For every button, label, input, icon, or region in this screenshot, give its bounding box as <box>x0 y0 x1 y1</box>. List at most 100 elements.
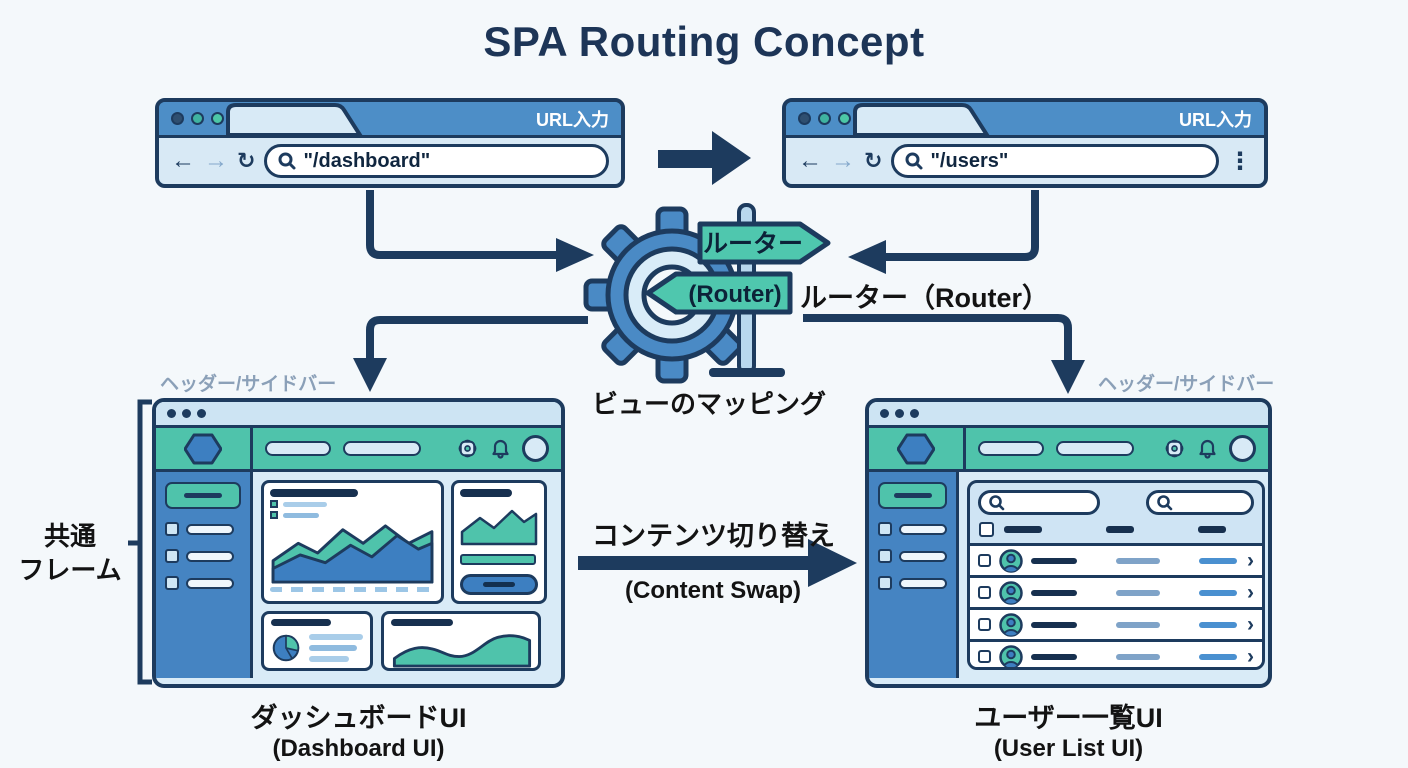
sidebar <box>156 472 253 678</box>
header-sidebar-label-right: ヘッダー/サイドバー <box>1098 374 1275 395</box>
sidebar-item[interactable] <box>165 576 241 590</box>
checkbox[interactable] <box>165 522 179 536</box>
browser-window-users: URL入力 ← → ↻ "/users" ⋮ <box>782 98 1268 188</box>
table-row[interactable]: › <box>970 543 1262 575</box>
refresh-button[interactable]: ↻ <box>237 148 256 173</box>
select-all-checkbox[interactable] <box>979 522 994 537</box>
user-list-content: › › › <box>959 472 1268 678</box>
wave-chart-card <box>381 611 541 671</box>
checkbox[interactable] <box>878 549 892 563</box>
forward-button[interactable]: → <box>204 147 228 174</box>
mockup-header <box>156 428 561 472</box>
wave-chart <box>392 634 532 668</box>
search-icon <box>905 152 923 170</box>
mockup-titlebar <box>869 402 1268 428</box>
window-controls[interactable] <box>798 112 851 125</box>
browser-tab[interactable] <box>852 102 992 135</box>
search-input[interactable] <box>978 490 1100 515</box>
mockup-titlebar <box>156 402 561 428</box>
checkbox[interactable] <box>165 576 179 590</box>
refresh-button[interactable]: ↻ <box>864 148 883 173</box>
line-chart-card <box>261 480 444 604</box>
table-row[interactable]: › <box>970 607 1262 639</box>
user-table-card: › › › <box>967 480 1265 670</box>
filter-search-input[interactable] <box>1146 490 1254 515</box>
stat-card <box>451 480 547 604</box>
chevron-right-icon[interactable]: › <box>1247 549 1254 572</box>
url-input[interactable]: "/users" <box>891 144 1219 178</box>
sidebar-item-active[interactable] <box>878 482 947 509</box>
search-icon <box>1157 494 1173 510</box>
content-swap-label-jp: コンテンツ切り替え <box>592 521 835 551</box>
window-controls[interactable] <box>171 112 224 125</box>
forward-button[interactable]: → <box>831 147 855 174</box>
chevron-right-icon[interactable]: › <box>1247 645 1254 668</box>
settings-gear-icon[interactable] <box>456 437 479 460</box>
sidebar-item[interactable] <box>878 549 947 563</box>
router-gear-illustration: ルーター (Router) <box>583 203 831 384</box>
browser-window-dashboard: URL入力 ← → ↻ "/dashboard" <box>155 98 625 188</box>
bell-icon[interactable] <box>491 438 510 459</box>
browser-tab[interactable] <box>225 102 365 135</box>
table-row[interactable]: › <box>970 639 1262 668</box>
checkbox[interactable] <box>978 650 991 663</box>
settings-gear-icon[interactable] <box>1163 437 1186 460</box>
logo-hexagon-icon <box>869 428 966 469</box>
search-icon <box>989 494 1005 510</box>
content-swap-label-en: (Content Swap) <box>625 577 801 604</box>
dashboard-caption: ダッシュボードUI (Dashboard UI) <box>250 703 467 762</box>
checkbox[interactable] <box>878 522 892 536</box>
checkbox[interactable] <box>978 554 991 567</box>
action-button[interactable] <box>460 573 538 595</box>
sidebar <box>869 472 959 678</box>
checkbox[interactable] <box>978 618 991 631</box>
user-avatar-icon <box>999 548 1023 573</box>
url-input[interactable]: "/dashboard" <box>264 144 609 178</box>
nav-placeholder <box>978 441 1044 456</box>
search-icon <box>278 152 296 170</box>
pie-chart-card <box>261 611 373 671</box>
logo-hexagon-icon <box>156 428 253 469</box>
sidebar-item[interactable] <box>878 576 947 590</box>
sidebar-item-active[interactable] <box>165 482 241 509</box>
checkbox[interactable] <box>878 576 892 590</box>
svg-text:ルーター: ルーター <box>703 230 803 258</box>
user-list-caption: ユーザー一覧UI (User List UI) <box>974 703 1163 762</box>
checkbox[interactable] <box>165 549 179 563</box>
user-avatar-icon <box>999 612 1023 637</box>
page-title: SPA Routing Concept <box>483 18 925 65</box>
sidebar-item[interactable] <box>878 522 947 536</box>
router-sign-jp <box>697 221 831 265</box>
common-frame-label: 共通 フレーム <box>18 521 122 585</box>
user-list-ui-mockup: › › › <box>865 398 1272 688</box>
chevron-right-icon[interactable]: › <box>1247 581 1254 604</box>
svg-text:(Router): (Router) <box>688 281 781 308</box>
router-label: ルーター（Router） <box>800 283 1049 313</box>
avatar[interactable] <box>522 435 549 462</box>
window-title: URL入力 <box>1179 110 1252 130</box>
user-avatar-icon <box>999 580 1023 605</box>
browser-toolbar: ← → ↻ "/users" ⋮ <box>786 135 1264 184</box>
dashboard-content <box>253 472 561 678</box>
nav-placeholder <box>343 441 421 456</box>
mini-area-chart <box>460 509 538 545</box>
table-header-row <box>970 519 1262 543</box>
nav-placeholder <box>265 441 331 456</box>
back-button[interactable]: ← <box>798 147 822 174</box>
sidebar-item[interactable] <box>165 522 241 536</box>
menu-kebab-icon[interactable]: ⋮ <box>1228 147 1252 175</box>
nav-placeholder <box>1056 441 1134 456</box>
router-sign-en <box>645 271 793 315</box>
checkbox[interactable] <box>978 586 991 599</box>
back-button[interactable]: ← <box>171 147 195 174</box>
user-avatar-icon <box>999 644 1023 667</box>
sidebar-item[interactable] <box>165 549 241 563</box>
bell-icon[interactable] <box>1198 438 1217 459</box>
table-row[interactable]: › <box>970 575 1262 607</box>
chevron-right-icon[interactable]: › <box>1247 613 1254 636</box>
pie-chart <box>272 634 300 662</box>
area-chart <box>271 524 434 584</box>
avatar[interactable] <box>1229 435 1256 462</box>
browser-titlebar: URL入力 <box>786 102 1264 135</box>
